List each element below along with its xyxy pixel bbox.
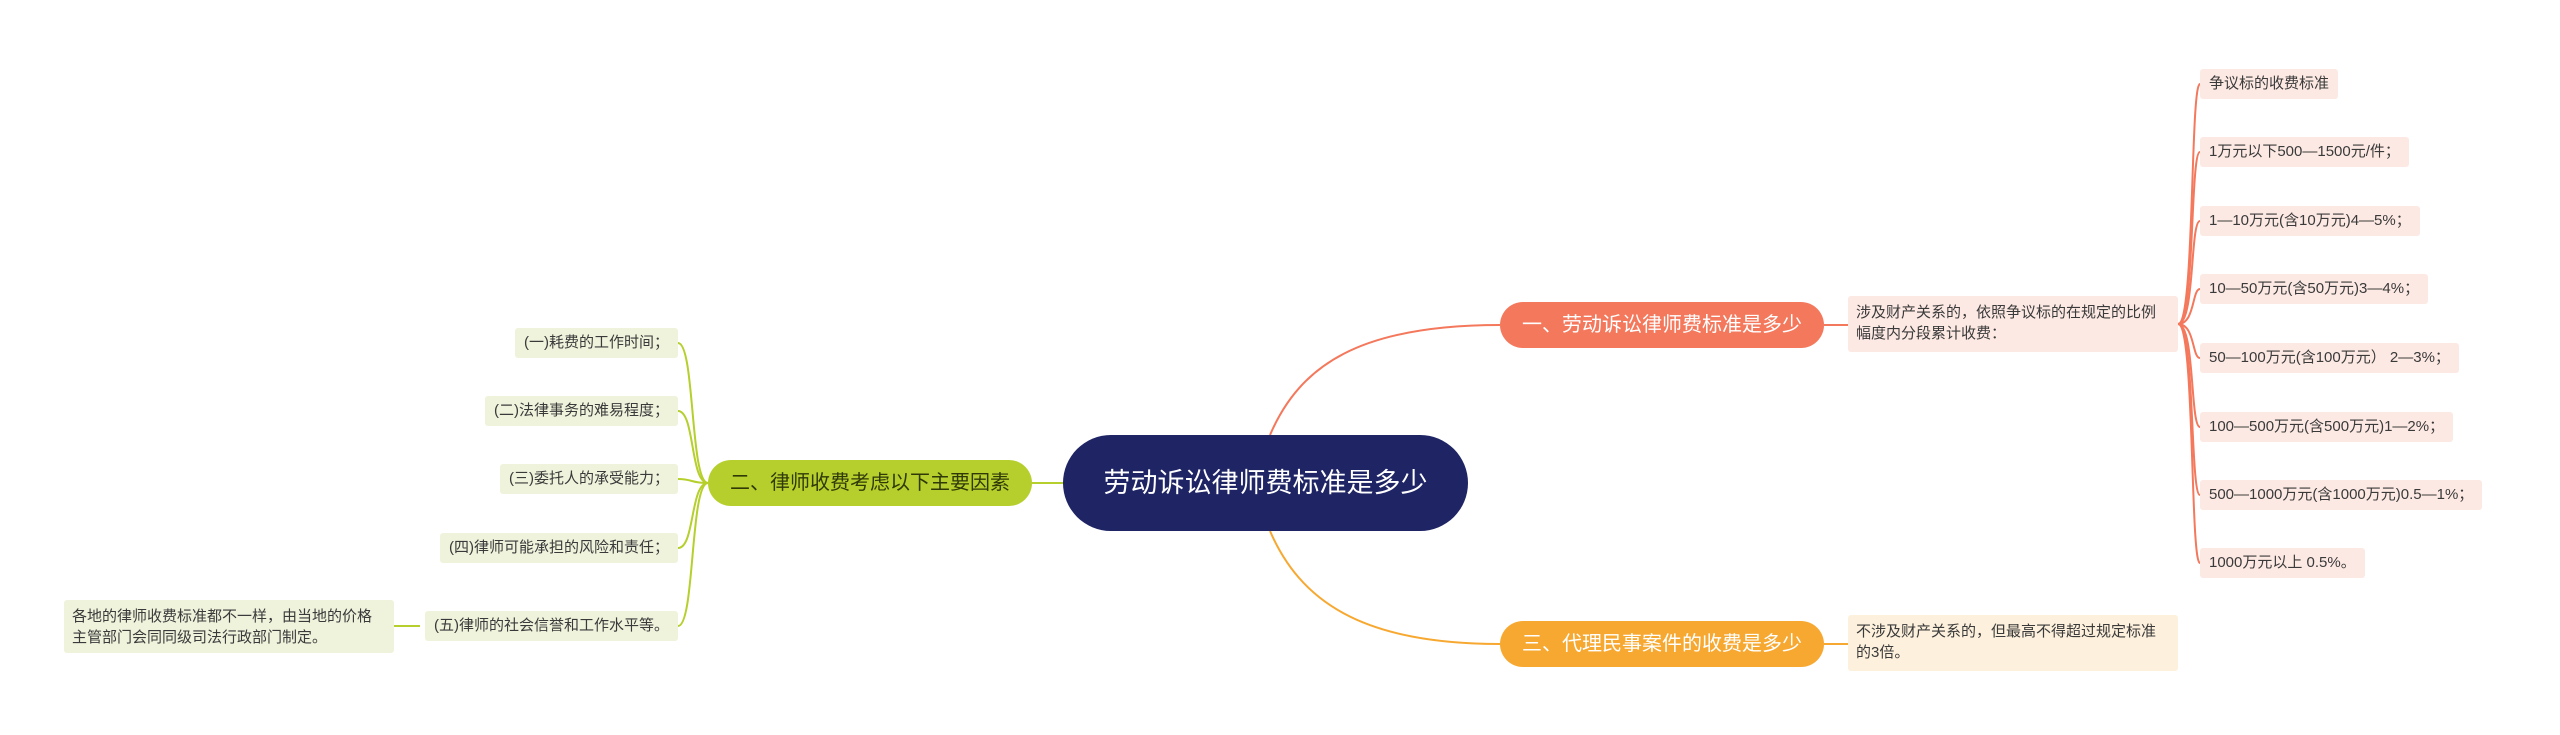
branch-1-note[interactable]: 涉及财产关系的，依照争议标的在规定的比例幅度内分段累计收费： xyxy=(1848,296,2178,352)
branch-1-item-label: 争议标的收费标准 xyxy=(2209,75,2330,92)
branch-1-item[interactable]: 1万元以下500—1500元/件； xyxy=(2200,137,2409,167)
branch-2-item[interactable]: (二)法律事务的难易程度； xyxy=(485,396,678,426)
link-root-branch1 xyxy=(1269,324,1501,436)
branch-2-note[interactable]: 各地的律师收费标准都不一样，由当地的价格主管部门会同同级司法行政部门制定。 xyxy=(64,600,394,653)
branch-1-item[interactable]: 500—1000万元(含1000万元)0.5—1%； xyxy=(2200,480,2483,510)
branch-2-node[interactable]: 二、律师收费考虑以下主要因素 xyxy=(708,460,1032,506)
branch-2-item[interactable]: (三)委托人的承受能力； xyxy=(500,464,678,494)
branch-3-note[interactable]: 不涉及财产关系的，但最高不得超过规定标准的3倍。 xyxy=(1848,615,2178,671)
branch-2-item[interactable]: (四)律师可能承担的风险和责任； xyxy=(440,533,678,563)
branch-1-item[interactable]: 10—50万元(含50万元)3—4%； xyxy=(2200,274,2429,304)
branch-1-item-label: 500—1000万元(含1000万元)0.5—1%； xyxy=(2209,486,2474,503)
branch-1-item[interactable]: 1000万元以上 0.5%。 xyxy=(2200,548,2365,578)
branch-1-node[interactable]: 一、劳动诉讼律师费标准是多少 xyxy=(1500,302,1824,348)
branch-1-item-label: 100—500万元(含500万元)1—2%； xyxy=(2209,418,2445,435)
branch-2-item-label: (一)耗费的工作时间； xyxy=(524,334,669,351)
branch-2-label: 二、律师收费考虑以下主要因素 xyxy=(730,472,1010,494)
branch-1-item-label: 1万元以下500—1500元/件； xyxy=(2209,143,2400,160)
branch-1-item[interactable]: 100—500万元(含500万元)1—2%； xyxy=(2200,412,2454,442)
branch-2-item[interactable]: (五)律师的社会信誉和工作水平等。 xyxy=(425,611,678,641)
link-root-branch3 xyxy=(1269,530,1501,645)
links-note1-leaves xyxy=(2177,83,2201,564)
branch-2-item[interactable]: (一)耗费的工作时间； xyxy=(515,328,678,358)
branch-1-item-label: 1000万元以上 0.5%。 xyxy=(2209,554,2356,571)
root-node[interactable]: 劳动诉讼律师费标准是多少 xyxy=(1063,435,1468,531)
branch-1-item[interactable]: 争议标的收费标准 xyxy=(2200,69,2339,99)
branch-2-item-label: (二)法律事务的难易程度； xyxy=(494,402,669,419)
branch-1-item[interactable]: 50—100万元(含100万元） 2—3%； xyxy=(2200,343,2459,373)
branch-2-item-label: (三)委托人的承受能力； xyxy=(509,470,669,487)
branch-2-note-text: 各地的律师收费标准都不一样，由当地的价格主管部门会同同级司法行政部门制定。 xyxy=(72,608,373,646)
branch-1-item-label: 50—100万元(含100万元） 2—3%； xyxy=(2209,349,2450,366)
branch-1-item[interactable]: 1—10万元(含10万元)4—5%； xyxy=(2200,206,2420,236)
branch-1-item-label: 10—50万元(含50万元)3—4%； xyxy=(2209,280,2420,297)
branch-3-note-text: 不涉及财产关系的，但最高不得超过规定标准的3倍。 xyxy=(1856,623,2157,661)
branch-1-note-text: 涉及财产关系的，依照争议标的在规定的比例幅度内分段累计收费： xyxy=(1856,304,2157,342)
links-branch2-leaves xyxy=(677,342,709,627)
branch-3-node[interactable]: 三、代理民事案件的收费是多少 xyxy=(1500,621,1824,667)
branch-2-item-label: (四)律师可能承担的风险和责任； xyxy=(449,539,669,556)
root-label: 劳动诉讼律师费标准是多少 xyxy=(1103,468,1428,498)
branch-3-label: 三、代理民事案件的收费是多少 xyxy=(1522,633,1802,655)
branch-1-item-label: 1—10万元(含10万元)4—5%； xyxy=(2209,212,2411,229)
branch-2-item-label: (五)律师的社会信誉和工作水平等。 xyxy=(434,617,669,634)
branch-1-label: 一、劳动诉讼律师费标准是多少 xyxy=(1522,314,1802,336)
